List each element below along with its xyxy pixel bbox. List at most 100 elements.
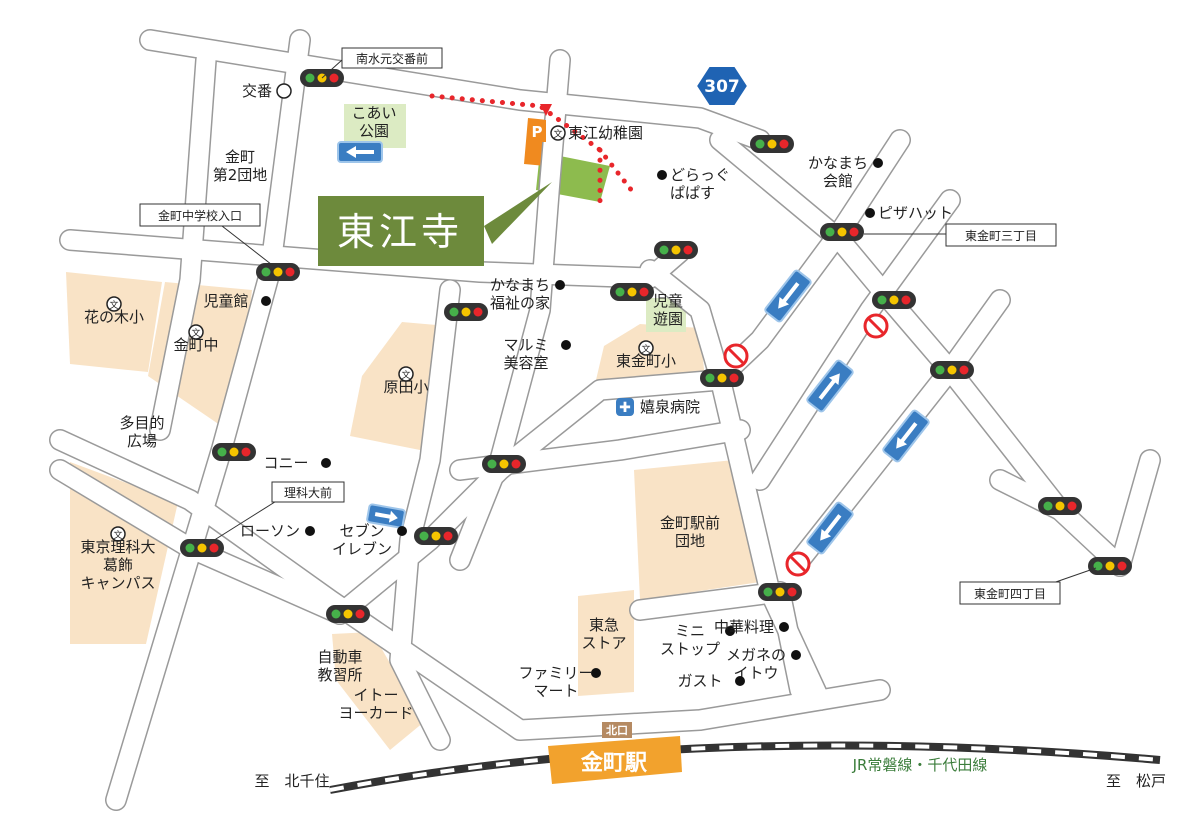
place-welfare: かなまち福祉の家 [490, 276, 565, 312]
traffic-signal-icon [610, 283, 654, 301]
place-pizzahut: ピザハット [865, 204, 953, 222]
tokyu-area [578, 590, 634, 696]
place-label: 児童遊園 [653, 292, 683, 328]
hospital-icon [616, 398, 634, 416]
place-label: 嬉泉病院 [640, 398, 700, 416]
railway-name: JR常磐線・千代田線 [852, 756, 988, 774]
place-jidokan: 児童館 [203, 292, 271, 310]
label-rikadai: 理科大前 [284, 485, 332, 500]
point-marker-icon [735, 676, 745, 686]
place-label: 交番 [242, 82, 272, 100]
place-label: 東急ストア [581, 616, 626, 652]
traffic-signal-icon [872, 291, 916, 309]
traffic-signal-icon [750, 135, 794, 153]
rikadai-area [70, 462, 178, 644]
route-number: 307 [704, 77, 740, 97]
road-layer [49, 29, 1161, 811]
direction-right: 至 松戸 [1106, 772, 1166, 790]
place-label: かなまち会館 [808, 154, 868, 190]
place-chuka: 中華料理 [714, 618, 789, 636]
route-arrow-icon [540, 104, 552, 116]
oneway-signs [337, 141, 930, 555]
point-marker-icon [261, 296, 271, 306]
place-tamokuteki: 多目的広場 [119, 414, 164, 450]
label-higashi-kanamachi-4: 東金町四丁目 [974, 586, 1046, 601]
place-koai-park: こあい公園 [351, 104, 396, 140]
point-marker-icon [397, 526, 407, 536]
place-ekimae-danchi: 金町駅前団地 [660, 514, 720, 550]
place-higashie-kindergarten: 文東江幼稚園 [550, 124, 643, 142]
place-label: セブンイレブン [332, 522, 392, 558]
traffic-signal-icon [414, 527, 458, 545]
station[interactable]: 北口 金町駅 [548, 722, 682, 784]
point-marker-icon [591, 668, 601, 678]
temple-callout: 東江寺 [318, 182, 552, 266]
place-label: イトーヨーカード [338, 686, 413, 722]
itoyokado-area [332, 632, 424, 750]
place-label: ピザハット [878, 204, 953, 222]
traffic-signal-icon [212, 443, 256, 461]
place-label: 児童館 [203, 292, 248, 310]
temple-name: 東江寺 [337, 210, 463, 254]
place-kanamachi-danchi2: 金町第2団地 [213, 148, 268, 184]
traffic-signal-icon [758, 583, 802, 601]
school-icon [550, 125, 566, 141]
school-symbol: 文 [553, 128, 562, 140]
place-label: どらっぐぱぱす [670, 166, 730, 202]
no-entry-icon-2 [863, 313, 889, 339]
station-name: 金町駅 [580, 750, 647, 776]
place-label: メガネのイトウ [726, 646, 786, 682]
oneway-ne-icon [806, 359, 854, 413]
point-marker-icon [321, 458, 331, 468]
traffic-signal-icon [444, 303, 488, 321]
school-icon [398, 366, 414, 382]
place-kisen-hospital: ✚嬉泉病院 [616, 398, 700, 416]
place-marumi: マルミ美容室 [503, 336, 571, 372]
school-symbol: 文 [191, 327, 200, 339]
place-label: 花の木小 [84, 308, 144, 326]
oneway-sw-icon [764, 269, 812, 323]
traffic-signals [180, 69, 1132, 623]
place-label: 東江幼稚園 [568, 124, 643, 142]
place-familymart: ファミリーマート [518, 664, 601, 700]
oneway-left-icon [337, 141, 383, 163]
label-higashi-kanamachi-3: 東金町三丁目 [965, 228, 1037, 243]
place-gusto: ガスト [677, 672, 745, 690]
station-exit: 北口 [606, 723, 628, 737]
traffic-signal-icon [326, 605, 370, 623]
point-marker-icon [555, 280, 565, 290]
point-marker-icon [725, 626, 735, 636]
traffic-signal-icon [180, 539, 224, 557]
place-label: 中華料理 [714, 618, 774, 636]
school-symbol: 文 [401, 369, 410, 381]
traffic-signal-icon [700, 369, 744, 387]
point-marker-icon [305, 526, 315, 536]
traffic-signal-icon [256, 263, 300, 281]
no-entry-icon-3 [785, 551, 811, 577]
school-icon [110, 526, 126, 542]
school-symbol: 文 [113, 529, 122, 541]
oneway-sw-icon-3 [806, 501, 854, 555]
place-seven: セブンイレブン [332, 522, 407, 558]
oneway-sw-icon-2 [882, 409, 930, 463]
label-kanamachi-chugakko: 金町中学校入口 [158, 208, 242, 223]
point-marker-icon [873, 158, 883, 168]
places: 交番こあい公園金町第2団地文東江幼稚園どらっぐぱぱすかなまち会館ピザハットかなま… [80, 82, 953, 722]
place-jido-yuen: 児童遊園 [653, 292, 683, 328]
place-label: 多目的広場 [119, 414, 164, 450]
traffic-signal-icon [820, 223, 864, 241]
point-marker-icon [865, 208, 875, 218]
oneway-right-icon [366, 503, 406, 529]
railway [329, 741, 1161, 794]
place-mini-stop: ミニストップ [660, 622, 735, 658]
school-icon [106, 296, 122, 312]
traffic-signal-icon [1038, 497, 1082, 515]
school-symbol: 文 [109, 299, 118, 311]
place-label: ローソン [240, 522, 300, 540]
parking-icon: P [528, 120, 546, 142]
place-koban: 交番 [242, 82, 292, 100]
